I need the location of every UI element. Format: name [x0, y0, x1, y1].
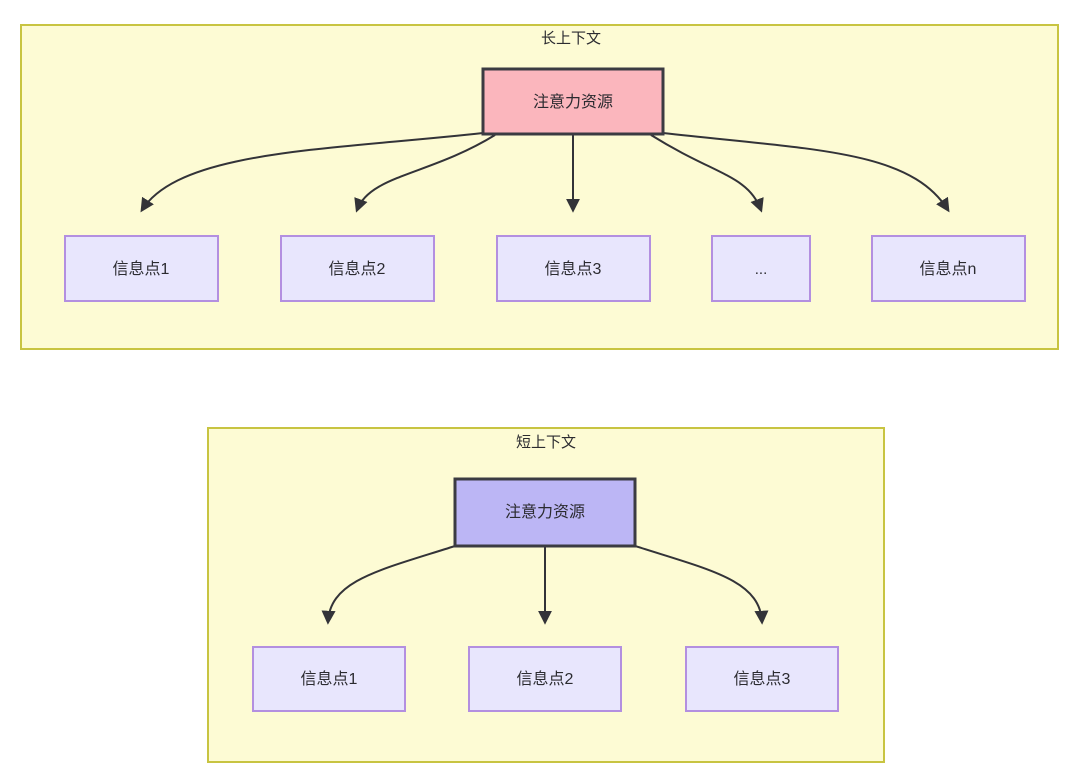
- group-title-long-context: 长上下文: [541, 30, 601, 47]
- node-rect-info-point-1-long[interactable]: [64, 235, 219, 302]
- node-rect-info-point-2-short[interactable]: [468, 646, 622, 712]
- node-label-info-point-ellipsis-long: ...: [755, 261, 768, 278]
- node-rect-info-point-2-long[interactable]: [280, 235, 435, 302]
- node-info-point-1-short[interactable]: 信息点1: [252, 646, 406, 712]
- node-rect-info-point-1-short[interactable]: [252, 646, 406, 712]
- node-info-point-3-long[interactable]: 信息点3: [496, 235, 651, 302]
- node-rect-info-point-3-short[interactable]: [685, 646, 839, 712]
- edge-root-to-info-ellipsis: [650, 134, 764, 213]
- node-label-attention-resource-short: 注意力资源: [505, 502, 585, 521]
- node-label-info-point-n-long: 信息点n: [920, 260, 977, 278]
- node-label-attention-resource-long: 注意力资源: [533, 92, 613, 111]
- group-short-context: 短上下文 注意力资源 信息点1 信息点2 信息点3: [207, 427, 885, 763]
- node-attention-resource-long[interactable]: 注意力资源: [481, 67, 665, 136]
- group-title-short-context: 短上下文: [516, 434, 576, 451]
- node-info-point-2-long[interactable]: 信息点2: [280, 235, 435, 302]
- group-long-context: 长上下文 注意力资源 信息点1 信息点2 信息点3: [20, 24, 1059, 350]
- node-info-point-1-long[interactable]: 信息点1: [64, 235, 219, 302]
- node-rect-info-point-3-long[interactable]: [496, 235, 651, 302]
- edges-long-context: [140, 132, 950, 213]
- edge-root-to-info-n: [662, 132, 950, 213]
- node-label-info-point-1-long: 信息点1: [113, 260, 170, 278]
- node-info-point-2-short[interactable]: 信息点2: [468, 646, 622, 712]
- node-info-point-n-long[interactable]: 信息点n: [871, 235, 1026, 302]
- node-rect-info-point-n-long[interactable]: [871, 235, 1026, 302]
- node-label-info-point-2-long: 信息点2: [329, 260, 386, 278]
- node-label-info-point-3-short: 信息点3: [734, 670, 791, 688]
- edge-root-to-info-1: [140, 132, 484, 213]
- edge-root-to-info-2: [354, 134, 496, 213]
- node-info-point-3-short[interactable]: 信息点3: [685, 646, 839, 712]
- node-rect-attention-resource-long[interactable]: [481, 67, 665, 136]
- node-rect-info-point-ellipsis-long[interactable]: [711, 235, 811, 302]
- node-label-info-point-1-short: 信息点1: [301, 670, 358, 688]
- node-label-info-point-3-long: 信息点3: [545, 260, 602, 278]
- edge-root-to-info-1-short: [321, 545, 456, 625]
- node-label-info-point-2-short: 信息点2: [517, 670, 574, 688]
- node-rect-attention-resource-short[interactable]: [453, 477, 637, 548]
- edges-short-context: [321, 545, 769, 625]
- node-info-point-ellipsis-long[interactable]: ...: [711, 235, 811, 302]
- node-attention-resource-short[interactable]: 注意力资源: [453, 477, 637, 548]
- edge-root-to-info-3-short: [634, 545, 769, 625]
